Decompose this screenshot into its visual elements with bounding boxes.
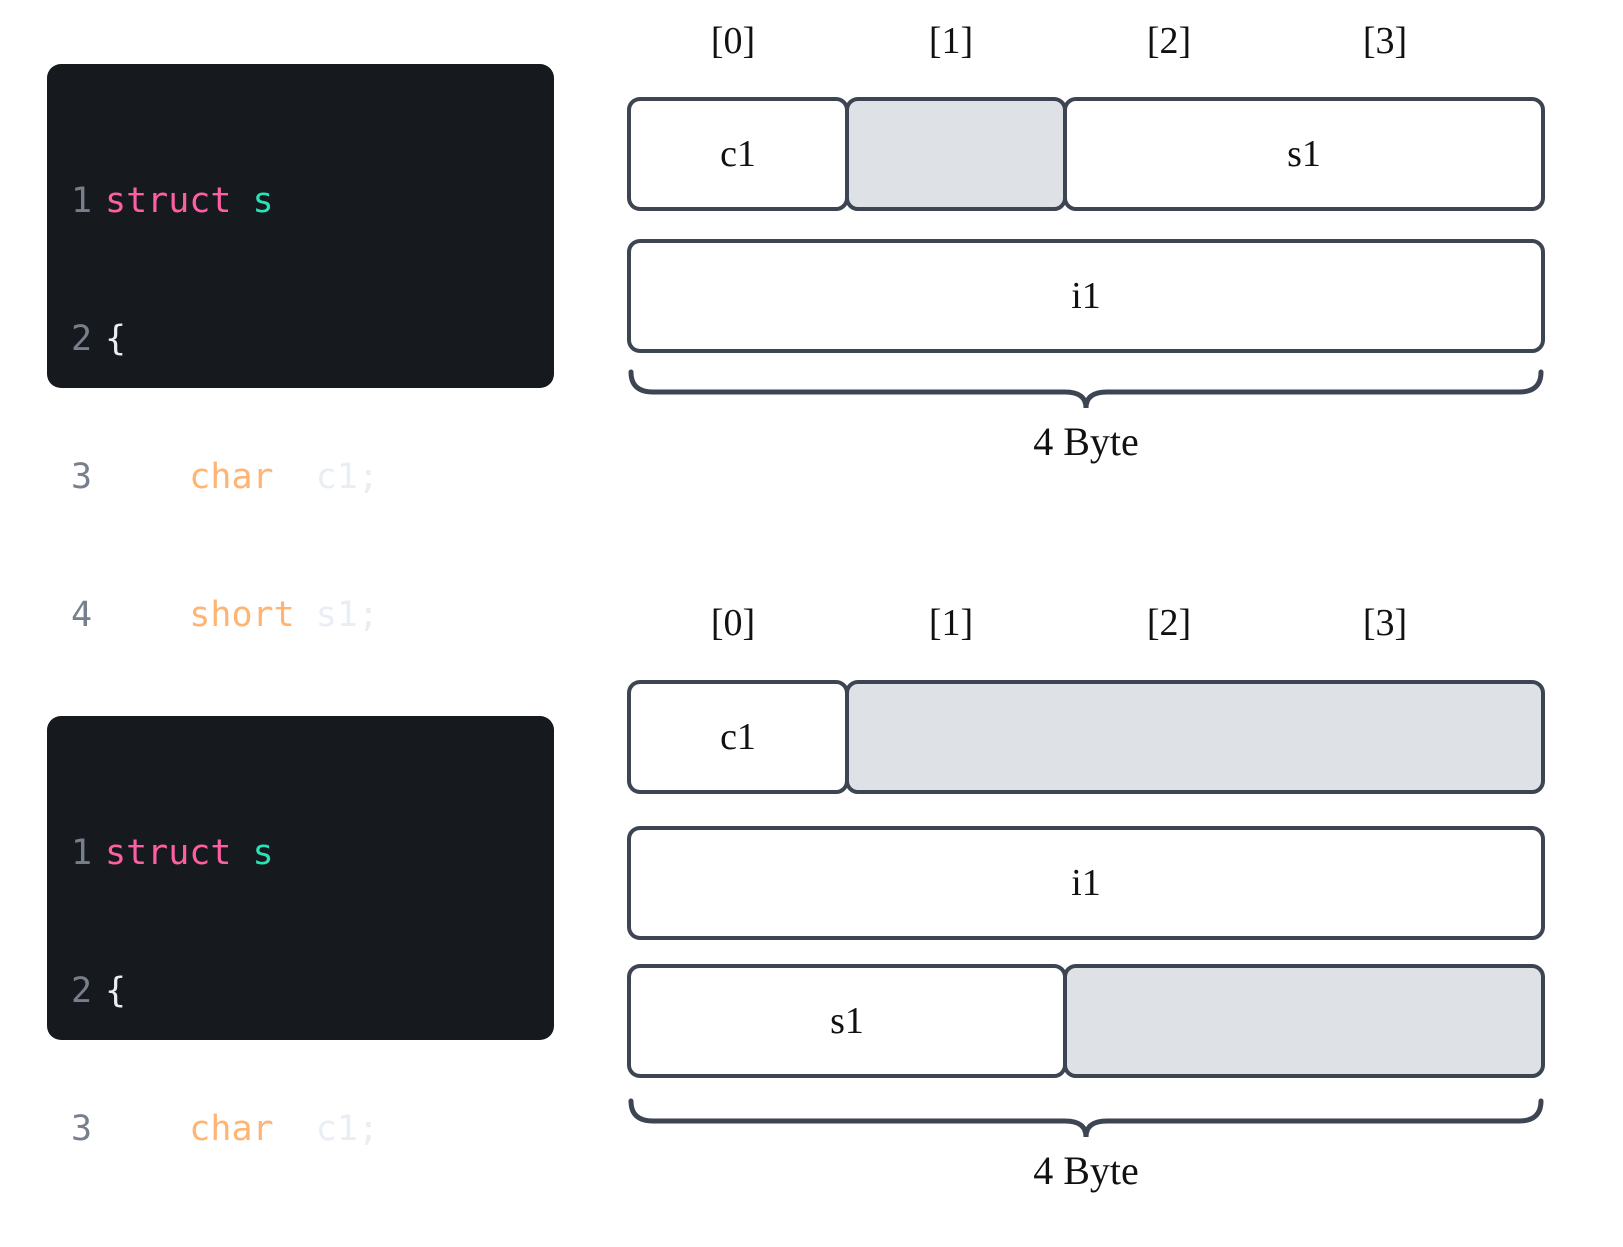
byte-index-row: [0] [1] [2] [3]	[627, 18, 1545, 64]
curly-brace-icon	[628, 369, 1544, 409]
identifier-token: s1;	[294, 595, 379, 635]
padding-cell	[1063, 964, 1545, 1078]
memory-row: i1	[627, 239, 1545, 353]
curly-brace-icon	[628, 1098, 1544, 1138]
field-label: s1	[1287, 133, 1321, 175]
line-number: 4	[71, 595, 93, 635]
size-brace-group: 4 Byte	[627, 368, 1545, 465]
code-line: 1 struct s	[47, 178, 554, 224]
code-line: 4 short s1;	[47, 592, 554, 638]
size-label: 4 Byte	[1033, 1148, 1139, 1193]
punctuation-token: {	[105, 971, 127, 1011]
byte-index-3: [3]	[1362, 602, 1408, 644]
field-cell-i1: i1	[627, 826, 1545, 940]
field-cell-c1: c1	[627, 680, 849, 794]
struct-name-token: s	[252, 833, 274, 873]
byte-index-2: [2]	[1146, 602, 1192, 644]
memory-row: c1 s1	[627, 97, 1545, 211]
line-number: 3	[71, 1109, 93, 1149]
field-label: i1	[1071, 862, 1101, 904]
field-label: c1	[720, 133, 756, 175]
padding-cell	[845, 97, 1067, 211]
line-number: 1	[71, 181, 93, 221]
size-brace-group: 4 Byte	[627, 1097, 1545, 1194]
memory-row: s1	[627, 964, 1545, 1078]
byte-index-3: [3]	[1362, 20, 1408, 62]
field-label: c1	[720, 716, 756, 758]
byte-index-row: [0] [1] [2] [3]	[627, 600, 1545, 646]
field-cell-s1: s1	[1063, 97, 1545, 211]
line-number: 2	[71, 319, 93, 359]
line-number: 1	[71, 833, 93, 873]
code-line: 3 char c1;	[47, 454, 554, 500]
code-line: 2{	[47, 316, 554, 362]
field-cell-c1: c1	[627, 97, 849, 211]
field-cell-i1: i1	[627, 239, 1545, 353]
line-number: 2	[71, 971, 93, 1011]
memory-row: c1	[627, 680, 1545, 794]
code-line: 2{	[47, 968, 554, 1014]
padding-cell	[845, 680, 1545, 794]
byte-index-1: [1]	[928, 602, 974, 644]
identifier-token: c1;	[294, 1109, 379, 1149]
field-label: i1	[1071, 275, 1101, 317]
field-cell-s1: s1	[627, 964, 1067, 1078]
code-line: 3 char c1;	[47, 1106, 554, 1152]
size-label: 4 Byte	[1033, 419, 1139, 464]
byte-index-1: [1]	[928, 20, 974, 62]
type-token: short	[189, 595, 295, 635]
type-token: char	[189, 1109, 295, 1149]
code-line: 1 struct s	[47, 830, 554, 876]
type-token: char	[189, 457, 295, 497]
field-label: s1	[830, 1000, 864, 1042]
keyword-token: struct	[105, 833, 232, 873]
byte-index-2: [2]	[1146, 20, 1192, 62]
punctuation-token: {	[105, 319, 127, 359]
line-number: 3	[71, 457, 93, 497]
byte-index-0: [0]	[710, 602, 756, 644]
identifier-token: c1;	[294, 457, 379, 497]
keyword-token: struct	[105, 181, 232, 221]
memory-row: i1	[627, 826, 1545, 940]
byte-index-0: [0]	[710, 20, 756, 62]
struct-name-token: s	[252, 181, 274, 221]
